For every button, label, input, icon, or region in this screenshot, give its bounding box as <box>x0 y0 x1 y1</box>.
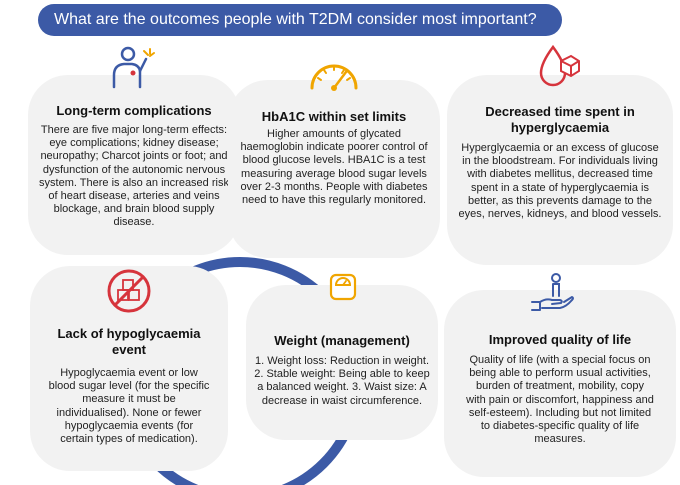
person-pain-icon <box>112 46 155 89</box>
card-title: Long-term complications <box>56 103 212 118</box>
card-long-term-complications: Long-term complications There are five m… <box>28 46 240 255</box>
card-title: Weight (management) <box>274 333 410 348</box>
page-title: What are the outcomes people with T2DM c… <box>38 4 562 36</box>
card-body: There are five major long-term effects: … <box>39 124 229 229</box>
card-hba1c: HbA1C within set limits Higher amounts o… <box>228 64 440 258</box>
card-weight: Weight (management) 1. Weight loss: Redu… <box>246 273 438 440</box>
card-title: Lack of hypoglycaemia event <box>57 326 201 357</box>
card-quality-of-life: Improved quality of life Quality of life… <box>444 273 676 477</box>
card-hyperglycaemia: Decreased time spent in hyperglycaemia H… <box>447 44 673 265</box>
no-sugar-cubes-icon <box>107 269 151 313</box>
card-title: HbA1C within set limits <box>261 109 407 124</box>
card-body: Quality of life (with a special focus on… <box>466 354 654 446</box>
card-body: Hypoglycaemia event or low blood sugar l… <box>48 367 210 446</box>
weighing-scale-icon <box>329 273 357 301</box>
card-body: Hyperglycaemia or an excess of glucose i… <box>458 142 662 221</box>
blood-drop-sugar-icon <box>539 44 580 87</box>
card-body: 1. Weight loss: Reduction in weight. 2. … <box>254 355 430 407</box>
card-hypoglycaemia: Lack of hypoglycaemia event Hypoglycaemi… <box>30 266 228 471</box>
card-body: Higher amounts of glycated haemoglobin i… <box>240 128 428 207</box>
card-title: Improved quality of life <box>488 332 632 347</box>
hand-person-icon <box>531 273 574 311</box>
card-title: Decreased time spent in hyperglycaemia <box>485 104 635 135</box>
gauge-icon <box>310 64 358 91</box>
